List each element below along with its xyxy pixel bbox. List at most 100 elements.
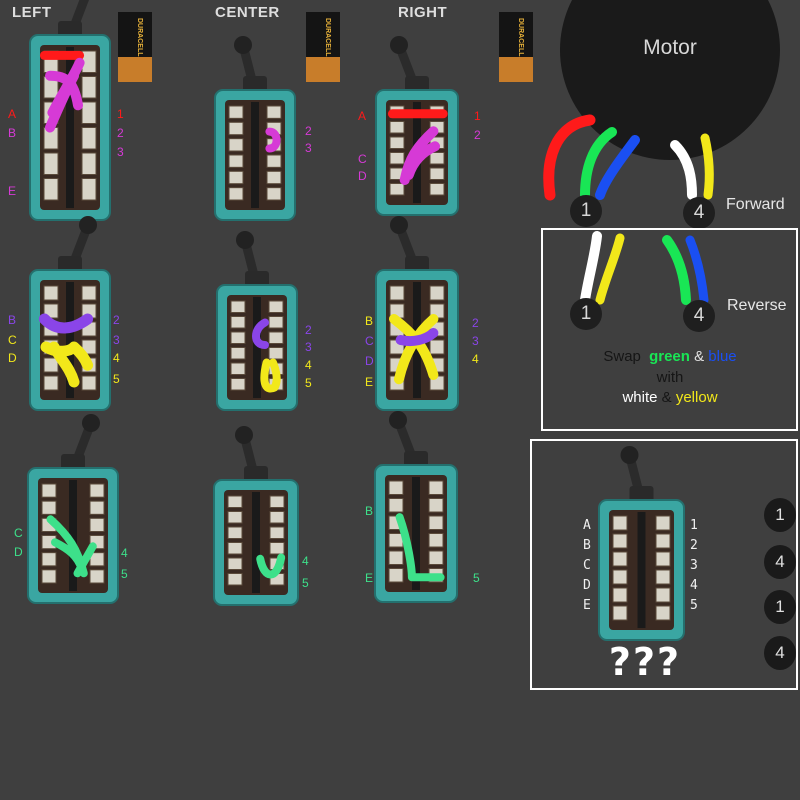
switch-shaft bbox=[253, 297, 261, 398]
contact-terminal bbox=[389, 136, 405, 149]
terminal-letter-label: D bbox=[365, 354, 374, 368]
battery-brand: DURACELL bbox=[517, 18, 524, 57]
column-header-center: CENTER bbox=[215, 4, 280, 21]
contact-terminal bbox=[269, 495, 285, 508]
question-number: 5 bbox=[690, 598, 698, 613]
contact-terminal bbox=[43, 357, 59, 373]
terminal-number-label: 3 bbox=[472, 334, 479, 348]
terminal-letter-label: D bbox=[14, 545, 23, 559]
jumper-wire bbox=[395, 328, 439, 347]
contact-terminal bbox=[655, 551, 671, 567]
contact-terminal bbox=[269, 511, 285, 524]
contact-terminal bbox=[429, 152, 445, 165]
contact-terminal bbox=[389, 121, 405, 134]
swap-blue: blue bbox=[708, 348, 737, 365]
battery-icon: DURACELL bbox=[306, 12, 340, 82]
jumper-wire bbox=[399, 126, 440, 185]
contact-terminal bbox=[227, 511, 243, 524]
contact-terminal bbox=[81, 76, 97, 99]
contact-terminal bbox=[41, 483, 57, 498]
contact-terminal bbox=[266, 105, 282, 119]
contact-terminal bbox=[81, 127, 97, 150]
contact-terminal bbox=[230, 347, 246, 360]
terminal-letter-label: A bbox=[358, 109, 367, 123]
contact-terminal bbox=[655, 587, 671, 603]
contact-terminal bbox=[89, 517, 105, 532]
battery-brand: DURACELL bbox=[324, 18, 331, 57]
switch-shaft bbox=[412, 477, 420, 590]
contact-terminal bbox=[41, 569, 57, 584]
terminal-letter-label: B bbox=[8, 313, 17, 327]
contact-terminal bbox=[89, 483, 105, 498]
forward-terminal-1: 1 bbox=[570, 195, 602, 227]
contact-terminal bbox=[268, 300, 284, 313]
terminal-number-label: 2 bbox=[305, 124, 312, 138]
contact-terminal bbox=[655, 569, 671, 585]
contact-terminal bbox=[612, 569, 628, 585]
terminal-letter-label: B bbox=[365, 504, 374, 518]
contact-terminal bbox=[428, 515, 444, 530]
terminal-number-label: 5 bbox=[305, 376, 312, 390]
contact-terminal bbox=[228, 121, 244, 136]
contact-terminal bbox=[268, 331, 284, 344]
terminal-letter-label: D bbox=[358, 169, 367, 183]
contact-terminal bbox=[81, 339, 97, 355]
battery-icon: DURACELL bbox=[499, 12, 533, 82]
question-number: 3 bbox=[690, 558, 698, 573]
battery-icon: DURACELL bbox=[118, 12, 152, 82]
contact-terminal bbox=[230, 316, 246, 329]
contact-terminal bbox=[43, 152, 59, 175]
swap-line-2: with bbox=[545, 369, 795, 386]
contact-terminal bbox=[388, 550, 404, 565]
contact-terminal bbox=[81, 101, 97, 124]
jumper-wire bbox=[265, 127, 281, 153]
contact-terminal bbox=[428, 498, 444, 513]
terminal-number-label: 3 bbox=[305, 340, 312, 354]
contact-terminal bbox=[389, 183, 405, 196]
question-panel bbox=[530, 439, 798, 690]
jumper-wire bbox=[260, 358, 281, 393]
reverse-panel bbox=[541, 228, 798, 431]
question-letter: B bbox=[583, 538, 591, 553]
question-marks: ??? bbox=[608, 640, 682, 684]
terminal-number-label: 4 bbox=[302, 554, 309, 568]
contact-terminal bbox=[389, 152, 405, 165]
contact-terminal bbox=[230, 300, 246, 313]
switch-shaft bbox=[66, 47, 74, 208]
jumper-wire bbox=[252, 318, 269, 349]
swap-yellow: yellow bbox=[675, 389, 718, 406]
contact-terminal bbox=[81, 285, 97, 301]
terminal-letter-label: E bbox=[365, 375, 374, 389]
contact-terminal bbox=[81, 375, 97, 391]
contact-terminal bbox=[428, 550, 444, 565]
question-letter: D bbox=[583, 578, 591, 593]
contact-terminal bbox=[89, 500, 105, 515]
switch-shaft bbox=[66, 282, 74, 398]
terminal-letter-label: C bbox=[8, 333, 17, 347]
terminal-number-label: 2 bbox=[474, 128, 481, 142]
reverse-terminal-1: 1 bbox=[570, 298, 602, 330]
question-letter: A bbox=[583, 518, 591, 533]
contact-terminal bbox=[429, 167, 445, 180]
swap-amp-1: & bbox=[694, 348, 705, 365]
jumper-wire bbox=[395, 513, 445, 582]
terminal-letter-label: C bbox=[14, 526, 23, 540]
contact-terminal bbox=[429, 183, 445, 196]
jumper-wire bbox=[46, 515, 97, 578]
question-letter: E bbox=[583, 598, 591, 613]
terminal-number-label: 2 bbox=[113, 313, 120, 327]
terminal-number-label: 3 bbox=[117, 145, 124, 159]
contact-terminal bbox=[228, 105, 244, 119]
forward-terminal-4: 4 bbox=[683, 197, 715, 229]
contact-terminal bbox=[81, 152, 97, 175]
contact-terminal bbox=[388, 480, 404, 495]
terminal-number-label: 2 bbox=[117, 126, 124, 140]
contact-terminal bbox=[230, 378, 246, 391]
